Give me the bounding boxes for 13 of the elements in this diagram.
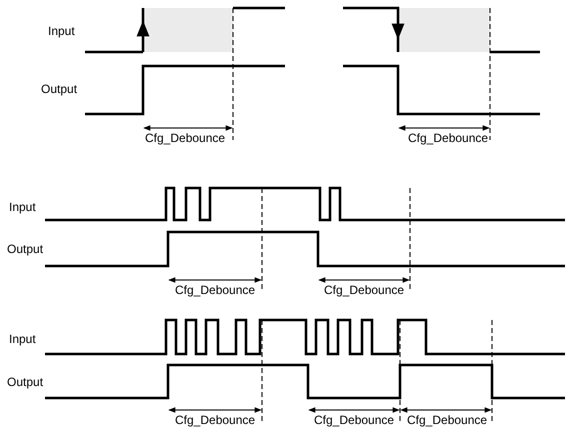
dimension-label: Cfg_Debounce (323, 283, 406, 297)
dimension-label: Cfg_Debounce (144, 131, 226, 145)
signal-label: Output (6, 375, 44, 389)
signal-label: Input (8, 332, 37, 346)
dimension-label: Cfg_Debounce (313, 413, 396, 427)
signal-label: Output (40, 82, 78, 96)
signal-label: Input (47, 24, 76, 38)
dimension-label: Cfg_Debounce (407, 131, 490, 145)
signal-label: Input (8, 200, 37, 214)
dimension-label: Cfg_Debounce (174, 413, 256, 427)
signal-label: Output (6, 242, 44, 256)
dimension-label: Cfg_Debounce (174, 283, 256, 297)
dimension-label: Cfg_Debounce (406, 413, 488, 427)
